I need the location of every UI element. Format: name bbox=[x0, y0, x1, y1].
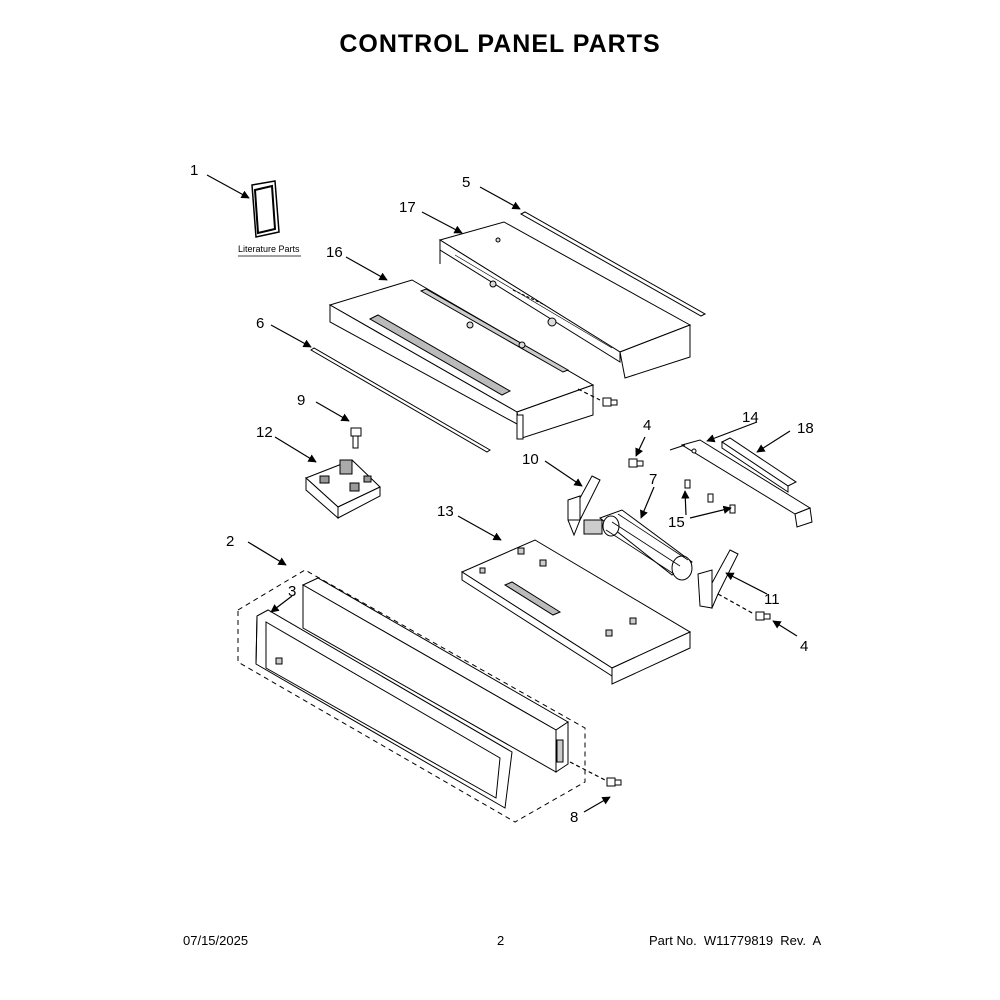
callout-8: 8 bbox=[570, 809, 578, 826]
screw-bracket bbox=[628, 458, 644, 468]
callout-7: 7 bbox=[649, 471, 657, 488]
callout-12: 12 bbox=[256, 424, 273, 441]
control-board bbox=[305, 459, 381, 520]
callout-16: 16 bbox=[326, 244, 343, 261]
callout-3: 3 bbox=[288, 583, 296, 600]
callout-13: 13 bbox=[437, 503, 454, 520]
control-panel-glass bbox=[301, 577, 569, 773]
literature-booklet bbox=[238, 180, 301, 257]
callout-numbers: 1 5 17 16 6 9 4 12 14 18 10 7 15 13 2 3 … bbox=[190, 162, 814, 826]
callout-5: 5 bbox=[462, 174, 470, 191]
callout-18: 18 bbox=[797, 420, 814, 437]
screw-panel bbox=[606, 777, 622, 787]
page-title: CONTROL PANEL PARTS bbox=[339, 30, 661, 58]
footer-part-number: Part No. W11779819 Rev. A bbox=[649, 933, 822, 948]
footer-date: 07/15/2025 bbox=[183, 933, 249, 948]
lower-housing bbox=[328, 279, 595, 440]
fan-bracket-right bbox=[697, 549, 739, 610]
seal-strip-lower bbox=[310, 347, 491, 453]
callout-4-upper: 4 bbox=[643, 417, 651, 434]
footer-page-number: 2 bbox=[497, 933, 505, 948]
screw-bracket-right bbox=[755, 611, 771, 621]
screws-fan bbox=[684, 479, 736, 514]
callout-9: 9 bbox=[297, 392, 305, 409]
callout-6: 6 bbox=[256, 315, 264, 332]
fan-bracket-left bbox=[567, 475, 601, 537]
screw-control-board bbox=[350, 427, 362, 449]
control-panel-frame bbox=[255, 609, 513, 809]
callout-10: 10 bbox=[522, 451, 539, 468]
leader-lines bbox=[206, 174, 798, 813]
callout-15: 15 bbox=[668, 514, 685, 531]
mounting-plate bbox=[460, 539, 692, 685]
seal-strip-top bbox=[519, 211, 707, 317]
insulation-strip bbox=[721, 437, 797, 493]
literature-parts-label: Literature Parts bbox=[238, 244, 300, 254]
assembly-outline bbox=[237, 569, 586, 823]
callout-14: 14 bbox=[742, 409, 759, 426]
tangential-fan bbox=[583, 509, 693, 581]
upper-housing bbox=[438, 221, 692, 379]
callout-17: 17 bbox=[399, 199, 416, 216]
screw-upper bbox=[602, 397, 618, 407]
bracket bbox=[669, 439, 813, 528]
callout-4-lower: 4 bbox=[800, 638, 808, 655]
callout-1: 1 bbox=[190, 162, 198, 179]
callout-11: 11 bbox=[764, 591, 780, 608]
callout-2: 2 bbox=[226, 533, 234, 550]
